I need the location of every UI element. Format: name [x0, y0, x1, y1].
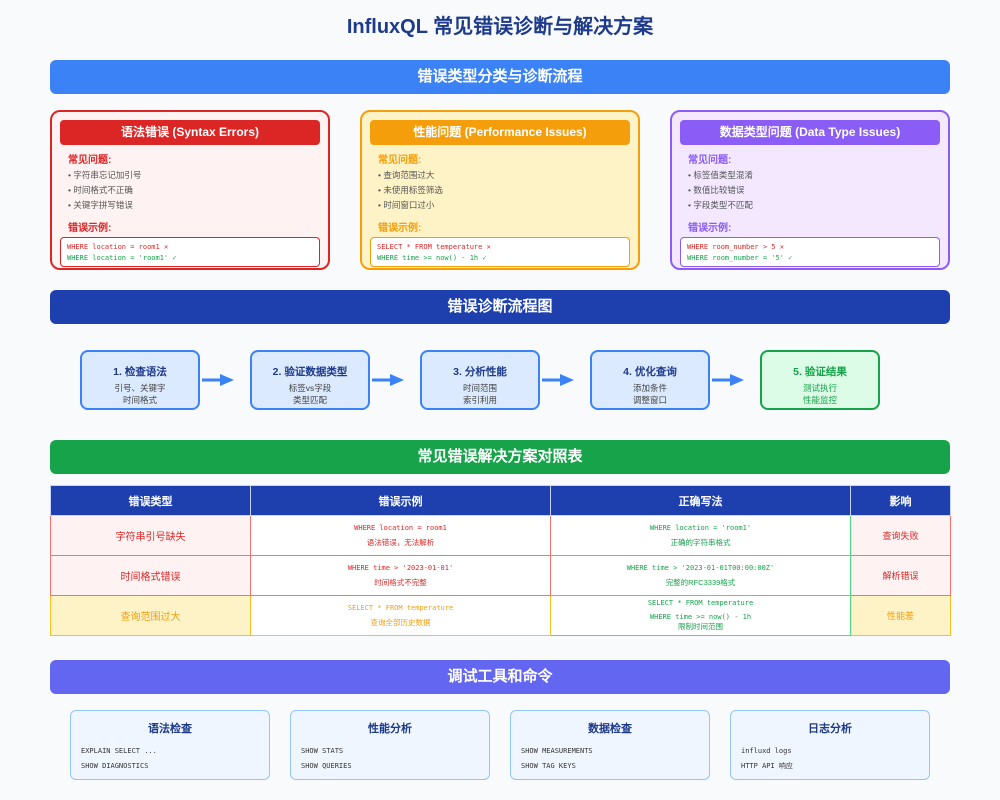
issue: • 时间格式不正确 [68, 185, 133, 195]
cross-icon: ✕ [779, 243, 784, 251]
issue: • 未使用标签筛选 [378, 185, 443, 195]
arrow-icon [372, 374, 404, 386]
issue: • 字段类型不匹配 [688, 200, 753, 210]
section-flow: 错误诊断流程图 [50, 290, 950, 324]
flow-step-4: 4. 优化查询添加条件调整窗口 [590, 350, 710, 410]
code-example: SELECT * FROM temperature ✕ WHERE time >… [370, 237, 630, 267]
page-title: InfluxQL 常见错误诊断与解决方案 [346, 16, 654, 38]
card-datatype: 数据类型问题 (Data Type Issues) 常见问题: • 标签值类型混… [670, 110, 950, 270]
card-performance: 性能问题 (Performance Issues) 常见问题: • 查询范围过大… [360, 110, 640, 270]
section-classify: 错误类型分类与诊断流程 [50, 60, 950, 94]
issue: • 数值比较错误 [688, 185, 745, 195]
cross-icon: ✕ [163, 243, 169, 251]
example-label: 错误示例: [688, 223, 732, 234]
example-label: 错误示例: [378, 223, 422, 234]
issue: • 关键字拼写错误 [68, 200, 133, 210]
section-table: 常见错误解决方案对照表 [50, 440, 950, 474]
issue: • 时间窗口过小 [378, 200, 435, 210]
code-example: WHERE room_number > 5 ✕ WHERE room_numbe… [680, 237, 940, 267]
code-example: WHERE location = room1 ✕ WHERE location … [60, 237, 320, 267]
section-tools: 调试工具和命令 [50, 660, 950, 694]
card-title: 数据类型问题 (Data Type Issues) [680, 120, 940, 145]
cross-icon: ✕ [486, 243, 491, 251]
flow-step-3: 3. 分析性能时间范围索引利用 [420, 350, 540, 410]
flow-step-1: 1. 检查语法引号、关键字时间格式 [80, 350, 200, 410]
issues-label: 常见问题: [68, 155, 112, 166]
solutions-table: 错误类型错误示例正确写法影响 字符串引号缺失 WHERE location = … [50, 485, 951, 636]
arrow-icon [202, 374, 234, 386]
card-syntax: 语法错误 (Syntax Errors) 常见问题: • 字符串忘记加引号 • … [50, 110, 330, 270]
issues-label: 常见问题: [378, 155, 422, 166]
table-header: 错误类型错误示例正确写法影响 [50, 485, 951, 516]
issue: • 查询范围过大 [378, 170, 435, 180]
arrow-icon [712, 374, 744, 386]
arrow-icon [542, 374, 574, 386]
issue: • 标签值类型混淆 [688, 170, 753, 180]
card-title: 性能问题 (Performance Issues) [370, 120, 630, 145]
issue: • 字符串忘记加引号 [68, 170, 142, 180]
flow-step-2: 2. 验证数据类型标签vs字段类型匹配 [250, 350, 370, 410]
issues-label: 常见问题: [688, 155, 732, 166]
example-label: 错误示例: [68, 223, 112, 234]
card-title: 语法错误 (Syntax Errors) [60, 120, 320, 145]
table-row: 时间格式错误 WHERE time > '2023-01-01'时间格式不完整 … [50, 555, 951, 596]
flow-step-5: 5. 验证结果测试执行性能监控 [760, 350, 880, 410]
